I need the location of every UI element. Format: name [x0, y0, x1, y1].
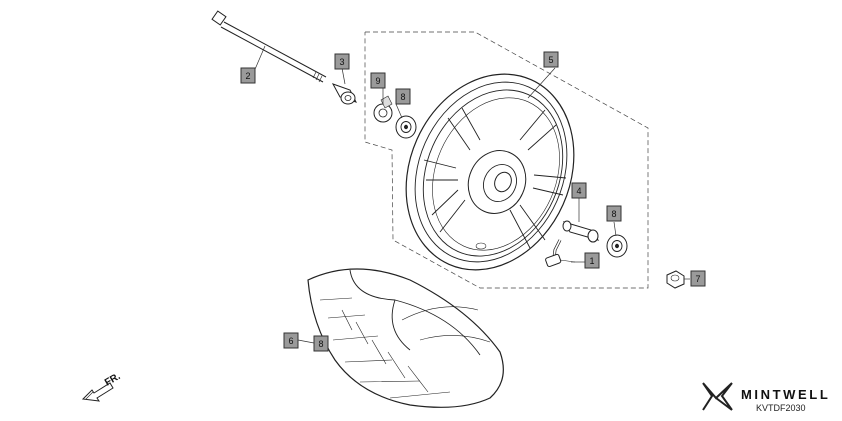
direction-label: FR.: [103, 371, 123, 389]
brand-logo: MINTWELL KVTDF2030: [702, 382, 830, 413]
svg-text:8: 8: [611, 209, 616, 219]
svg-text:9: 9: [375, 76, 380, 86]
side-collar: [331, 83, 357, 105]
callout-4: 4: [571, 182, 587, 199]
rear-wheel: [405, 73, 575, 271]
wheel-bearing-left: [395, 115, 417, 139]
svg-text:1: 1: [589, 256, 594, 266]
brand-name: MINTWELL: [741, 387, 830, 402]
callout-8-tire: 8: [313, 335, 329, 352]
callout-3: 3: [334, 53, 350, 70]
part-code: KVTDF2030: [756, 403, 806, 413]
tire-valve: [545, 239, 576, 268]
svg-text:8: 8: [318, 339, 323, 349]
distance-collar: [562, 220, 600, 243]
svg-text:2: 2: [245, 71, 250, 81]
rear-tire: [307, 268, 504, 408]
svg-text:8: 8: [400, 92, 405, 102]
wheel-bearing-right: [606, 234, 628, 258]
svg-text:7: 7: [695, 274, 700, 284]
callout-2: 2: [240, 67, 256, 84]
callout-8-bearing-left: 8: [395, 88, 411, 105]
svg-text:6: 6: [288, 336, 293, 346]
callout-6: 6: [283, 332, 299, 349]
leader-lines: [252, 45, 690, 344]
callout-9: 9: [370, 72, 386, 89]
callout-5: 5: [543, 51, 559, 68]
svg-text:3: 3: [339, 57, 344, 67]
dust-seal: [373, 95, 393, 123]
callout-8-bearing-right: 8: [606, 205, 622, 222]
axle-shaft: [211, 10, 327, 83]
front-direction-arrow: FR.: [81, 371, 123, 402]
svg-text:4: 4: [576, 186, 581, 196]
svg-text:5: 5: [548, 55, 553, 65]
callout-7: 7: [690, 270, 706, 287]
axle-nut: [666, 270, 685, 289]
callout-1: 1: [584, 252, 600, 269]
assembly-outline: [364, 31, 649, 289]
